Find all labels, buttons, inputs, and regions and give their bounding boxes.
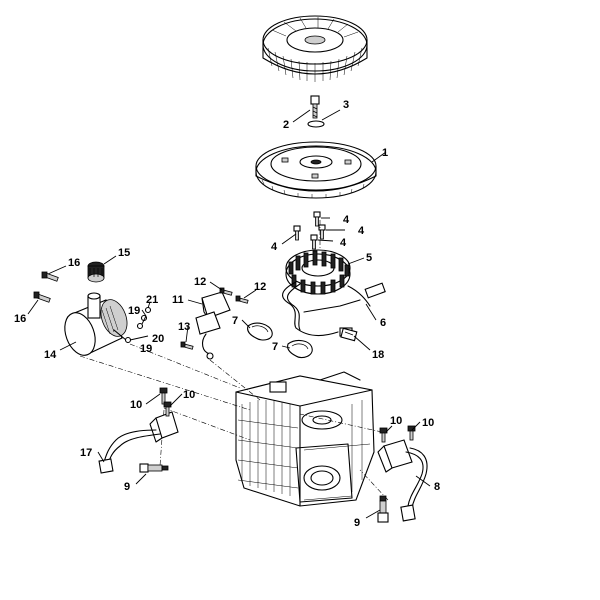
flywheel-fan <box>262 15 368 82</box>
gasket-upper <box>247 322 273 341</box>
callout-19b: 19 <box>140 343 152 355</box>
callout-2: 2 <box>283 119 289 131</box>
callout-16b: 16 <box>14 313 26 325</box>
callout-21: 21 <box>146 294 158 306</box>
regulator-screws <box>180 287 249 350</box>
callout-15: 15 <box>118 247 130 259</box>
callout-4d: 4 <box>340 237 347 249</box>
callout-8: 8 <box>434 481 440 493</box>
callout-10a: 10 <box>130 399 142 411</box>
callout-9a: 9 <box>124 481 130 493</box>
callout-17: 17 <box>80 447 92 459</box>
starter-screws <box>33 271 59 303</box>
callout-19a: 19 <box>128 305 140 317</box>
callout-10b: 10 <box>183 389 195 401</box>
gasket-lower <box>287 339 313 359</box>
ignition-coil-left <box>98 411 179 474</box>
stator-bolts <box>293 211 326 250</box>
flywheel-bolt <box>310 95 320 119</box>
stator <box>285 249 351 295</box>
callout-5: 5 <box>366 252 372 264</box>
flywheel <box>255 141 377 199</box>
callout-10c: 10 <box>390 415 402 427</box>
callout-3: 3 <box>343 99 349 111</box>
alignment-lines <box>79 220 389 501</box>
callout-7b: 7 <box>272 341 278 353</box>
ignition-coil-right <box>377 439 428 522</box>
callout-4b: 4 <box>358 225 365 237</box>
callout-12a: 12 <box>194 276 206 288</box>
starter-pinion <box>87 261 105 283</box>
callout-11: 11 <box>172 294 184 306</box>
callout-12b: 12 <box>254 281 266 293</box>
callout-7a: 7 <box>232 315 238 327</box>
callout-4c: 4 <box>271 241 278 253</box>
callout-labels: 1 2 3 4 4 4 4 5 6 7 7 8 9 9 10 10 10 10 … <box>14 99 440 529</box>
spark-plug-right <box>377 495 389 523</box>
callout-13: 13 <box>178 321 190 333</box>
callout-18: 18 <box>372 349 384 361</box>
starter-motor <box>64 292 128 356</box>
callout-14: 14 <box>44 349 57 361</box>
callout-4a: 4 <box>343 214 350 226</box>
rectifier-regulator <box>195 291 231 360</box>
coil-screws-right <box>379 425 416 443</box>
leader-lines <box>27 109 431 519</box>
engine-block <box>235 371 375 507</box>
callout-9b: 9 <box>354 517 360 529</box>
callout-6: 6 <box>380 317 386 329</box>
callout-10d: 10 <box>422 417 434 429</box>
washer <box>307 120 325 128</box>
connector <box>340 327 358 342</box>
callout-20: 20 <box>152 333 164 345</box>
coil-screws-left <box>159 387 172 417</box>
callout-1: 1 <box>382 147 388 159</box>
spark-plug-left <box>139 463 169 473</box>
callout-16a: 16 <box>68 257 80 269</box>
